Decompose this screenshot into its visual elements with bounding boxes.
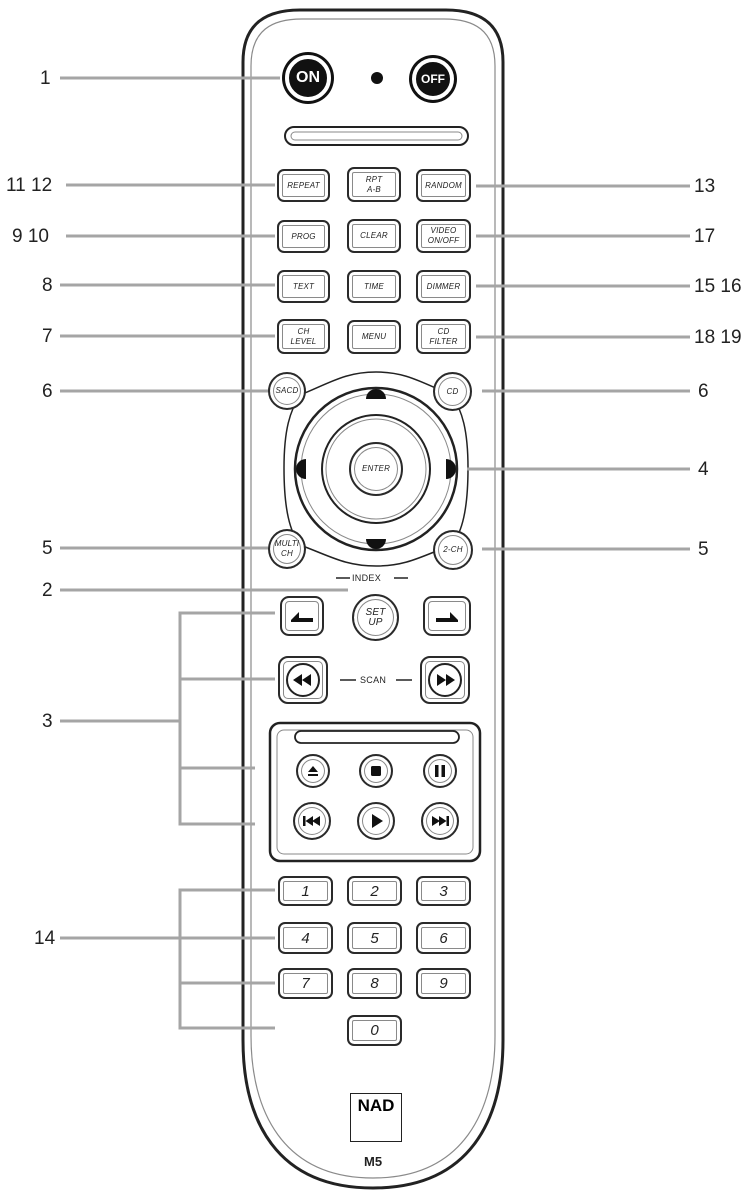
time-button[interactable]: TIME	[347, 270, 401, 303]
callout-label: 14	[34, 928, 56, 949]
on-button[interactable]: ON	[285, 55, 331, 101]
callout-label: 15 16	[694, 276, 742, 297]
callout-label: 5	[698, 539, 709, 560]
digit-6-button[interactable]: 6	[416, 922, 471, 954]
digit-8-button[interactable]: 8	[347, 968, 402, 999]
callout-label: 6	[42, 381, 53, 402]
index-label: INDEX	[352, 573, 382, 583]
next-button[interactable]	[421, 802, 459, 840]
left-arrow-icon	[296, 459, 306, 479]
clear-button[interactable]: CLEAR	[347, 219, 401, 253]
up-arrow-icon	[366, 389, 386, 399]
digit-9-button[interactable]: 9	[416, 968, 471, 999]
digit-4-button[interactable]: 4	[278, 922, 333, 954]
digit-0-button[interactable]: 0	[347, 1015, 402, 1046]
callout-label: 8	[42, 275, 53, 296]
callout-label: 7	[42, 326, 53, 347]
digit-5-button[interactable]: 5	[347, 922, 402, 954]
sacd-button[interactable]: SACD	[268, 372, 306, 410]
two-ch-button[interactable]: 2-CH	[433, 530, 473, 570]
cd-button[interactable]: CD	[433, 372, 472, 411]
previous-button[interactable]	[293, 802, 331, 840]
previous-icon	[303, 816, 320, 826]
play-icon	[372, 814, 383, 828]
callout-label: 4	[698, 459, 709, 480]
setup-button[interactable]: SET UP	[352, 594, 399, 641]
stop-icon	[371, 766, 381, 776]
callout-label: 3	[42, 711, 53, 732]
scan-rewind-icon	[286, 663, 320, 697]
scan-rewind-button[interactable]	[278, 656, 328, 704]
cd-filter-button[interactable]: CD FILTER	[416, 319, 471, 354]
callout-label: 9 10	[12, 226, 49, 247]
ir-led-icon	[371, 72, 383, 84]
next-icon	[432, 816, 449, 826]
callout-label: 11 12	[6, 175, 53, 196]
play-button[interactable]	[357, 802, 395, 840]
stop-button[interactable]	[359, 754, 393, 788]
callout-label: 6	[698, 381, 709, 402]
enter-button[interactable]: ENTER	[349, 442, 403, 496]
pause-icon	[435, 765, 445, 777]
prog-button[interactable]: PROG	[277, 220, 330, 253]
eject-button[interactable]	[296, 754, 330, 788]
callout-label: 13	[694, 176, 716, 197]
brand-logo: NAD	[350, 1093, 402, 1142]
ch-level-button[interactable]: CH LEVEL	[277, 319, 330, 354]
digit-7-button[interactable]: 7	[278, 968, 333, 999]
index-back-icon	[291, 612, 313, 622]
rpt-ab-button[interactable]: RPT A-B	[347, 167, 401, 202]
digit-1-button[interactable]: 1	[278, 876, 333, 906]
off-button[interactable]: OFF	[412, 58, 454, 100]
callout-label: 5	[42, 538, 53, 559]
remote-body-inner	[250, 18, 496, 1179]
callout-label: 18 19	[694, 327, 742, 348]
repeat-button[interactable]: REPEAT	[277, 169, 330, 202]
callout-label: 2	[42, 580, 53, 601]
digit-2-button[interactable]: 2	[347, 876, 402, 906]
random-button[interactable]: RANDOM	[416, 169, 471, 202]
scan-label: SCAN	[360, 675, 387, 685]
eject-icon	[308, 766, 318, 776]
menu-button[interactable]: MENU	[347, 320, 401, 354]
scan-forward-icon	[428, 663, 462, 697]
down-arrow-icon	[366, 539, 386, 549]
model-label: M5	[364, 1154, 383, 1169]
callout-label: 1	[40, 68, 51, 89]
callout-label: 17	[694, 226, 716, 247]
index-forward-icon	[436, 612, 458, 622]
text-button[interactable]: TEXT	[277, 270, 330, 303]
index-back-button[interactable]	[280, 596, 324, 636]
digit-3-button[interactable]: 3	[416, 876, 471, 906]
dimmer-button[interactable]: DIMMER	[416, 270, 471, 303]
index-forward-button[interactable]	[423, 596, 471, 636]
video-onoff-button[interactable]: VIDEO ON/OFF	[416, 219, 471, 253]
right-arrow-icon	[446, 459, 456, 479]
scan-forward-button[interactable]	[420, 656, 470, 704]
ir-window-icon	[284, 126, 469, 146]
pause-button[interactable]	[423, 754, 457, 788]
multi-ch-button[interactable]: MULTI CH	[268, 529, 306, 569]
